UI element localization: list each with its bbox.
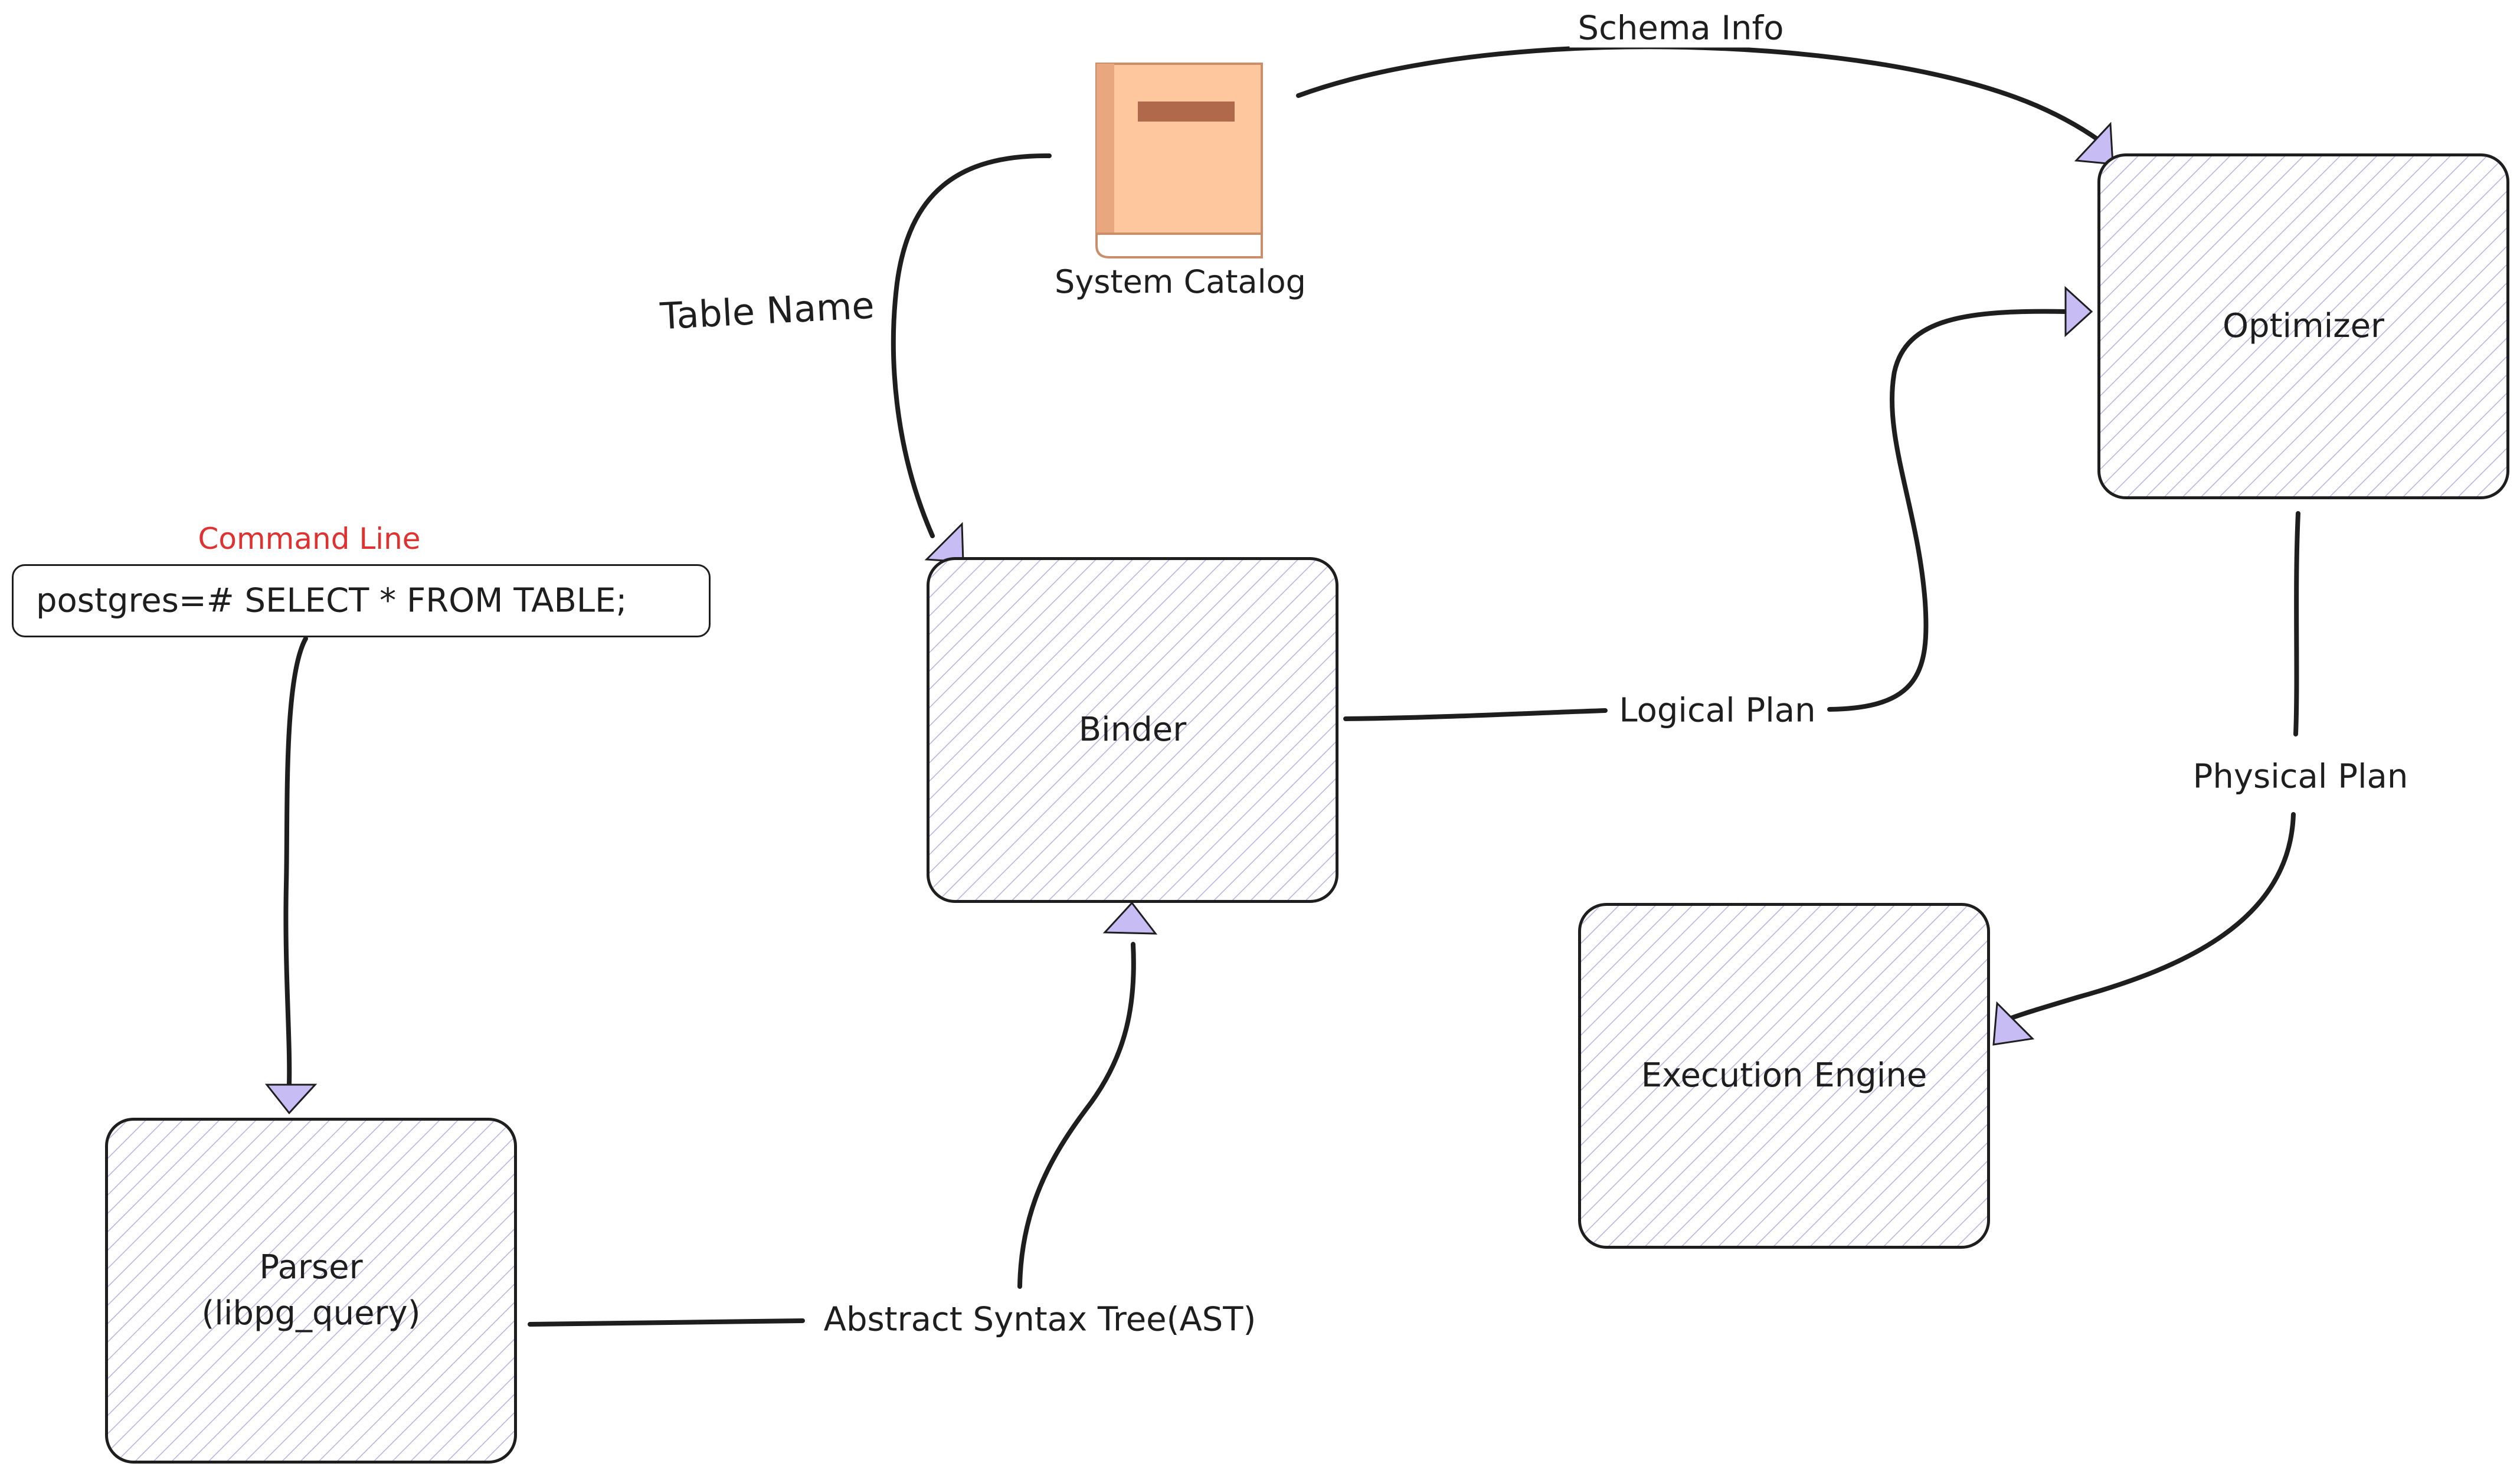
edge-optimizer-to-physical [2293, 511, 2300, 736]
binder-label: Binder [1078, 711, 1187, 749]
arrowhead-optimizer-left [2064, 286, 2093, 338]
edge-label-ast: Abstract Syntax Tree(AST) [815, 1300, 1265, 1339]
parser-hatch [108, 1121, 514, 1461]
edge-logical-to-optimizer [1827, 309, 2068, 712]
optimizer-node[interactable]: Optimizer [2097, 153, 2509, 499]
parser-node[interactable]: Parser (libpg_query) [105, 1118, 517, 1464]
optimizer-label: Optimizer [2222, 307, 2385, 345]
execution-hatch [1581, 906, 1987, 1246]
book-icon [1095, 63, 1263, 258]
edge-catalog-to-binder [891, 153, 1052, 538]
system-catalog-label: System Catalog [1055, 263, 1306, 300]
command-line-box[interactable]: postgres=# SELECT * FROM TABLE; [12, 564, 711, 637]
arrowhead-execution [1992, 1001, 2035, 1046]
execution-engine-label: Execution Engine [1641, 1056, 1927, 1095]
edge-label-logical-plan: Logical Plan [1611, 691, 1824, 730]
optimizer-hatch [2100, 156, 2506, 496]
arrowhead-parser [264, 1084, 318, 1115]
edge-physical-to-execution [2004, 812, 2296, 1022]
binder-node[interactable]: Binder [927, 557, 1338, 903]
command-line-text: postgres=# SELECT * FROM TABLE; [36, 581, 627, 620]
edge-catalog-to-optimizer [1296, 44, 2103, 144]
parser-label: Parser (libpg_query) [201, 1248, 421, 1333]
arrowhead-optimizer-top [2074, 122, 2114, 165]
arrowhead-binder-bottom [1102, 901, 1158, 935]
command-line-title: Command Line [198, 522, 421, 556]
edge-command-to-parser [283, 636, 308, 1087]
edge-parser-to-ast [528, 1318, 805, 1327]
edge-ast-to-binder [1017, 942, 1136, 1289]
execution-engine-node[interactable]: Execution Engine [1578, 903, 1990, 1249]
edge-label-schema-info: Schema Info [1569, 9, 1792, 48]
edge-binder-to-logical [1343, 708, 1608, 721]
binder-hatch [930, 560, 1336, 900]
edge-label-physical-plan: Physical Plan [2184, 757, 2417, 796]
